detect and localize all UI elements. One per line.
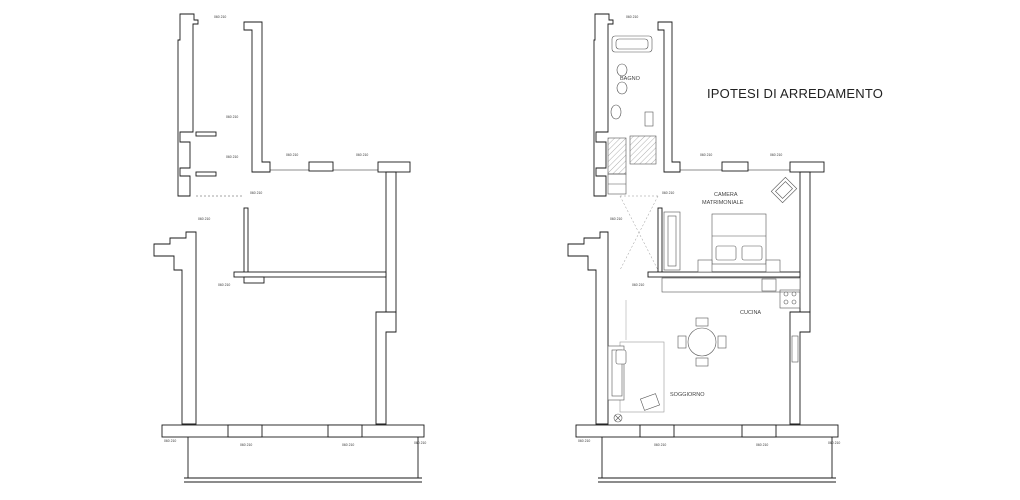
pillow (741, 245, 763, 261)
bathroom-fixtures (610, 35, 654, 127)
room-label-camera: CAMERA (714, 192, 738, 198)
window-tag: 060 210 (240, 443, 252, 447)
window-tag: 060 210 (770, 153, 782, 157)
window-tag: 060 210 (828, 441, 840, 445)
pillow (715, 245, 737, 261)
window-tag: 060 210 (578, 439, 590, 443)
window-tag: 060 210 (226, 155, 238, 159)
window-tag: 060 210 (198, 217, 210, 221)
hatched-shaft (629, 135, 657, 165)
chair (695, 317, 709, 327)
window-tag: 060 210 (226, 115, 238, 119)
living-furniture (607, 300, 665, 423)
window-tag: 060 210 (756, 443, 768, 447)
window-tag: 060 210 (286, 153, 298, 157)
window-tags-furnished: 060 210 060 210 060 210 060 210 060 210 … (578, 15, 840, 447)
room-label-soggiorno: SOGGIORNO (670, 392, 705, 398)
window-tag: 060 210 (626, 15, 638, 19)
room-label-bagno: BAGNO (620, 76, 641, 82)
plan-furnished (567, 13, 839, 483)
bathtub-icon (611, 35, 653, 53)
window-tag: 060 210 (654, 443, 666, 447)
sink-icon (610, 104, 622, 120)
window-tag: 060 210 (632, 283, 644, 287)
room-label-matrimoniale: MATRIMONIALE (702, 200, 744, 206)
hatched-elements (607, 135, 657, 195)
armchair-icon (770, 176, 798, 204)
nightstand (765, 259, 781, 273)
chair (677, 335, 687, 349)
window-tag: 060 210 (610, 217, 622, 221)
plan-existing (153, 13, 425, 483)
bidet-icon (616, 81, 628, 95)
window-tag: 060 210 (356, 153, 368, 157)
drawing-title: IPOTESI DI ARREDAMENTO (707, 86, 883, 101)
window-tag: 060 210 (214, 15, 226, 19)
kitchen-sink-icon (761, 278, 777, 292)
window-tag: 060 210 (164, 439, 176, 443)
chair (695, 357, 709, 367)
cushion (615, 349, 627, 365)
round-table (687, 327, 717, 357)
room-label-cucina: CUCINA (740, 310, 761, 316)
window-tag: 060 210 (414, 441, 426, 445)
nightstand (697, 259, 713, 273)
bedroom-furniture (663, 176, 798, 273)
dining-set (677, 317, 727, 367)
chair (717, 335, 727, 349)
window-tag: 060 210 (218, 283, 230, 287)
toilet-icon (616, 63, 628, 77)
kitchen-furniture (661, 277, 801, 363)
kitchen-counter (661, 277, 801, 293)
window-tag: 060 210 (700, 153, 712, 157)
window-tag: 060 210 (250, 191, 262, 195)
window-tag: 060 210 (342, 443, 354, 447)
cooktop-icon (779, 289, 801, 309)
hatched-wardrobe (607, 137, 627, 175)
window-tag: 060 210 (662, 191, 674, 195)
window-tags-existing: 060 210 060 210 060 210 060 210 060 210 … (164, 15, 426, 447)
radiator (791, 335, 799, 363)
armchair-icon (640, 393, 660, 411)
